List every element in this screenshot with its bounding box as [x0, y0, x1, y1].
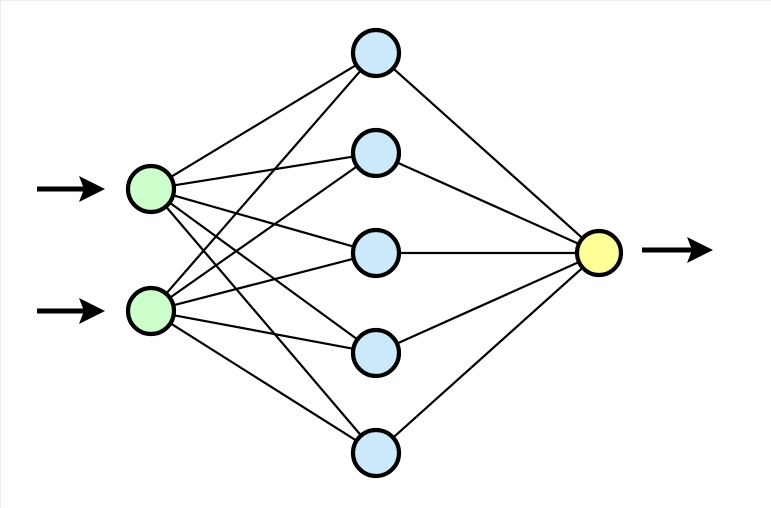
edge-i1-h5: [165, 205, 362, 437]
edge-h1-o1: [392, 67, 584, 240]
node-h5[interactable]: [350, 427, 402, 479]
input-arrow-1-head: [79, 176, 105, 202]
edge-i2-h5: [169, 322, 358, 442]
output-arrow-1-head: [687, 237, 713, 263]
node-h3[interactable]: [350, 227, 402, 279]
node-i1[interactable]: [125, 163, 177, 215]
edge-i1-h3: [172, 194, 355, 248]
node-circle-o1[interactable]: [574, 228, 624, 278]
edge-i2-h1: [165, 69, 362, 295]
node-circle-i1[interactable]: [125, 163, 177, 215]
edges-group: [165, 64, 584, 442]
edge-i2-h4: [173, 314, 354, 350]
output-arrow-1: [642, 237, 713, 263]
node-h1[interactable]: [350, 27, 402, 79]
edge-h4-o1: [396, 261, 580, 345]
input-arrow-1: [37, 176, 105, 202]
edge-i1-h4: [168, 201, 359, 341]
node-circle-i2[interactable]: [125, 285, 177, 337]
edge-h5-o1: [392, 266, 584, 439]
node-circle-h1[interactable]: [350, 27, 402, 79]
node-circle-h5[interactable]: [350, 427, 402, 479]
node-circle-h4[interactable]: [350, 327, 402, 379]
edge-h2-o1: [396, 161, 580, 245]
io-arrows-group: [37, 176, 713, 324]
node-circle-h3[interactable]: [350, 227, 402, 279]
input-arrow-2: [37, 298, 105, 324]
node-circle-h2[interactable]: [350, 127, 402, 179]
edge-i1-h1: [170, 64, 357, 178]
edge-i1-h2: [173, 155, 354, 187]
input-arrow-2-head: [79, 298, 105, 324]
node-h4[interactable]: [350, 327, 402, 379]
nodes-group: [125, 27, 624, 479]
node-h2[interactable]: [350, 127, 402, 179]
node-o1[interactable]: [574, 228, 624, 278]
edge-i2-h2: [169, 165, 358, 299]
edge-i2-h3: [172, 257, 355, 307]
node-i2[interactable]: [125, 285, 177, 337]
